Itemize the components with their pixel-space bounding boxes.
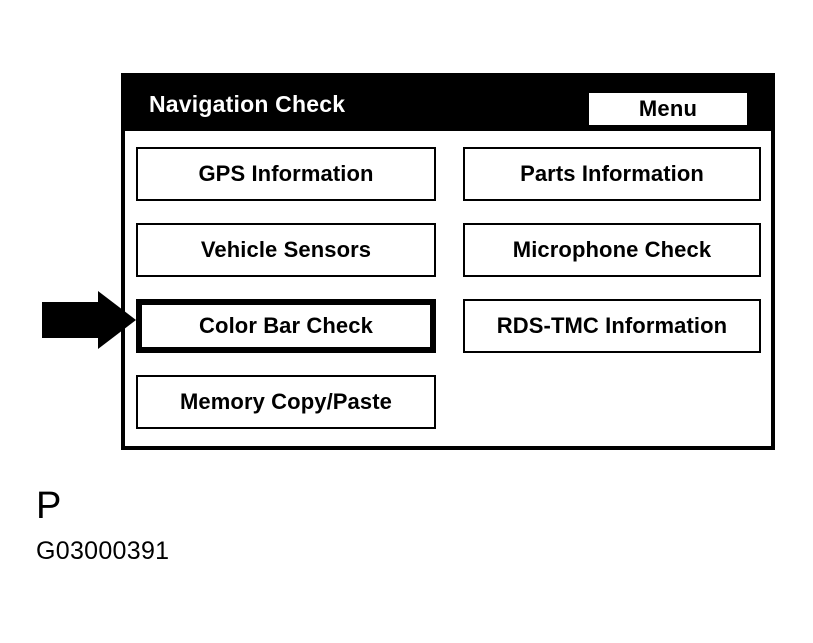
nav-button-label: RDS-TMC Information	[496, 313, 728, 338]
nav-button-label: GPS Information	[198, 161, 374, 186]
nav-button-label: Vehicle Sensors	[200, 237, 372, 262]
figure-caption: P G03000391	[36, 485, 436, 565]
navigation-check-button-grid: GPS Information Parts Information Vehicl…	[125, 131, 771, 446]
navigation-check-screen-panel: Navigation Check Menu GPS Information Pa…	[121, 73, 775, 450]
arrow-right-icon	[42, 291, 136, 349]
menu-button[interactable]: Menu	[589, 93, 747, 125]
nav-button-label: Memory Copy/Paste	[180, 389, 392, 414]
nav-button-label: Microphone Check	[512, 237, 712, 262]
nav-button-memory-copy-paste[interactable]: Memory Copy/Paste	[136, 375, 436, 429]
nav-button-color-bar-check[interactable]: Color Bar Check	[136, 299, 436, 353]
nav-button-vehicle-sensors[interactable]: Vehicle Sensors	[136, 223, 436, 277]
nav-button-label: Parts Information	[520, 161, 704, 186]
screen-title-bar: Navigation Check Menu	[125, 77, 771, 131]
nav-button-gps-information[interactable]: GPS Information	[136, 147, 436, 201]
nav-button-parts-information[interactable]: Parts Information	[463, 147, 761, 201]
nav-button-microphone-check[interactable]: Microphone Check	[463, 223, 761, 277]
figure-code: G03000391	[36, 537, 170, 565]
caption-letter: P	[36, 485, 62, 527]
nav-button-rds-tmc-information[interactable]: RDS-TMC Information	[463, 299, 761, 353]
nav-button-label: Color Bar Check	[199, 313, 373, 338]
screen-title: Navigation Check	[149, 91, 346, 117]
menu-button-label: Menu	[638, 96, 698, 121]
